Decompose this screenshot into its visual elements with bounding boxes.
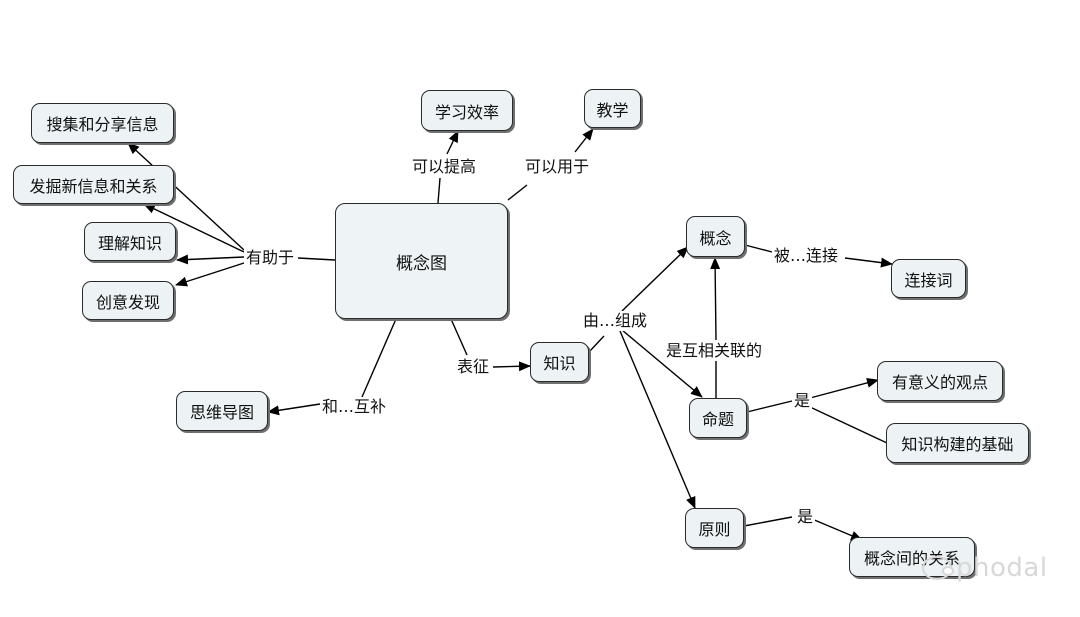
edge-connected-word: [844, 257, 893, 268]
node-meaningful-view[interactable]: 有意义的观点: [877, 361, 1003, 401]
watermark-text: phodal: [956, 553, 1048, 583]
node-understanding[interactable]: 理解知识: [84, 222, 176, 261]
edge-center-improves: [437, 177, 441, 204]
label-is-principle: 是: [795, 507, 816, 527]
node-connector-word[interactable]: 连接词: [891, 259, 966, 298]
node-learning-efficiency[interactable]: 学习效率: [421, 90, 513, 131]
edge-composed-principle: [619, 330, 696, 509]
node-discover-relations[interactable]: 发掘新信息和关系: [13, 165, 174, 204]
edge-helps-understanding: [176, 254, 245, 265]
label-represents: 表征: [455, 357, 492, 377]
edge-center-represents: [450, 318, 468, 356]
node-sharing-info[interactable]: 搜集和分享信息: [31, 103, 174, 143]
node-concept-map[interactable]: 概念图: [335, 203, 508, 319]
edge-interrelated-concept: [710, 257, 721, 341]
edge-improves-efficiency: [446, 130, 459, 155]
node-knowledge[interactable]: 知识: [530, 342, 589, 382]
edge-complements-mindmap: [267, 403, 321, 416]
edge-represents-knowledge: [492, 361, 531, 372]
edge-is-base: [809, 406, 888, 444]
node-proposition[interactable]: 命题: [689, 398, 747, 438]
node-knowledge-base[interactable]: 知识构建的基础: [886, 423, 1029, 463]
node-concept-relation[interactable]: 概念间的关系: [849, 537, 975, 577]
edge-composed-concept: [621, 246, 689, 312]
label-used-for: 可以用于: [523, 157, 592, 177]
edge-is-meaningful: [809, 377, 879, 399]
edge-concept-connected: [744, 244, 773, 253]
edge-center-usedfor: [507, 184, 528, 201]
edge-knowledge-composed: [588, 335, 605, 353]
edge-helps-creativity: [175, 262, 245, 287]
label-interrelated: 是互相关联的: [664, 341, 765, 361]
label-improves: 可以提高: [410, 157, 479, 177]
node-teaching[interactable]: 教学: [584, 89, 641, 128]
node-creativity[interactable]: 创意发现: [82, 281, 174, 320]
edge-is-relation: [811, 518, 863, 541]
label-complements: 和…互补: [320, 397, 389, 417]
label-composed-of: 由…组成: [581, 311, 650, 331]
label-is-proposition: 是: [792, 391, 813, 411]
edge-center-helps: [297, 257, 336, 261]
node-concept[interactable]: 概念: [686, 216, 745, 257]
edge-helps-discovery: [143, 203, 245, 253]
edge-center-complements: [361, 318, 397, 398]
wechat-icon: [922, 556, 954, 580]
edge-principle-is: [743, 516, 793, 527]
label-helps: 有助于: [244, 248, 297, 268]
edge-usedfor-teaching: [574, 128, 594, 153]
node-principle[interactable]: 原则: [685, 508, 744, 548]
edge-proposition-is: [746, 400, 793, 413]
edge-composed-proposition: [621, 329, 703, 398]
watermark: phodal: [922, 553, 1048, 583]
node-mind-map[interactable]: 思维导图: [176, 391, 268, 431]
edge-helps-sharing: [127, 142, 245, 251]
label-connected-by: 被…连接: [772, 246, 841, 266]
